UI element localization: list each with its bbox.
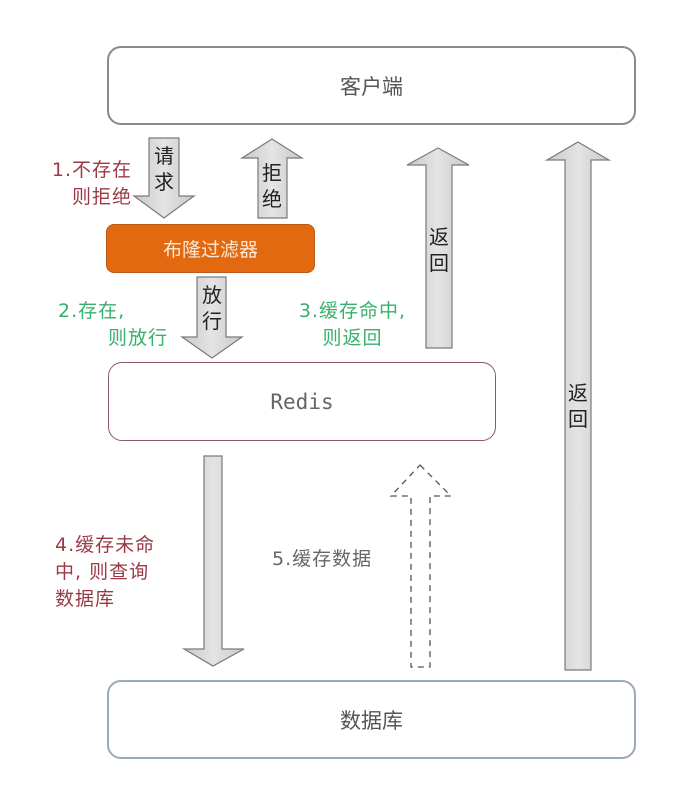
reject-arrow (239, 138, 305, 219)
query-database-arrow (181, 455, 245, 667)
database-node: 数据库 (107, 680, 636, 759)
request-arrow-label: 请 求 (149, 143, 179, 195)
cache-return-arrow-label: 返 回 (424, 224, 454, 276)
step4-line-3: 数据库 (55, 588, 116, 610)
step1-label: 1.不存在 则拒绝 (26, 157, 132, 211)
pass-char-1: 放 (202, 283, 222, 307)
cache-return-char-2: 回 (429, 251, 449, 275)
request-arrow (132, 137, 196, 219)
bloom-filter-label: 布隆过滤器 (162, 239, 258, 261)
cache-return-arrow (406, 147, 470, 349)
step1-line-1: 1.不存在 (51, 159, 132, 181)
step4-line-1: 4.缓存未命 (55, 534, 156, 556)
cache-return-char-1: 返 (429, 225, 449, 249)
step5-label: 5.缓存数据 (272, 546, 412, 573)
step3-line-1: 3.缓存命中, (298, 300, 407, 322)
step1-line-2: 则拒绝 (71, 186, 132, 208)
pass-arrow-label: 放 行 (197, 282, 227, 334)
cache-data-arrow (389, 464, 453, 668)
client-label: 客户端 (340, 74, 403, 99)
step3-line-2: 则返回 (322, 327, 383, 349)
step2-label: 2.存在, 则放行 (58, 298, 168, 352)
redis-node: Redis (108, 362, 496, 441)
client-node: 客户端 (107, 46, 636, 125)
request-char-2: 求 (154, 170, 174, 194)
pass-char-2: 行 (202, 309, 222, 333)
reject-char-2: 绝 (262, 187, 282, 211)
step4-label: 4.缓存未命 中, 则查询 数据库 (55, 532, 205, 613)
database-return-char-2: 回 (568, 407, 588, 431)
step3-label: 3.缓存命中, 则返回 (280, 298, 425, 352)
database-return-arrow (544, 141, 612, 671)
step2-line-2: 则放行 (107, 327, 168, 349)
bloom-filter-node: 布隆过滤器 (106, 224, 315, 273)
pass-arrow (180, 276, 244, 359)
step2-line-1: 2.存在, (58, 300, 126, 322)
redis-label: Redis (270, 389, 334, 414)
database-label: 数据库 (340, 708, 403, 733)
request-char-1: 请 (154, 144, 174, 168)
reject-arrow-label: 拒 绝 (257, 160, 287, 212)
database-return-char-1: 返 (568, 381, 588, 405)
database-return-arrow-label: 返 回 (563, 380, 593, 432)
step5-line-1: 5.缓存数据 (272, 548, 373, 570)
reject-char-1: 拒 (262, 161, 282, 185)
step4-line-2: 中, 则查询 (55, 561, 150, 583)
